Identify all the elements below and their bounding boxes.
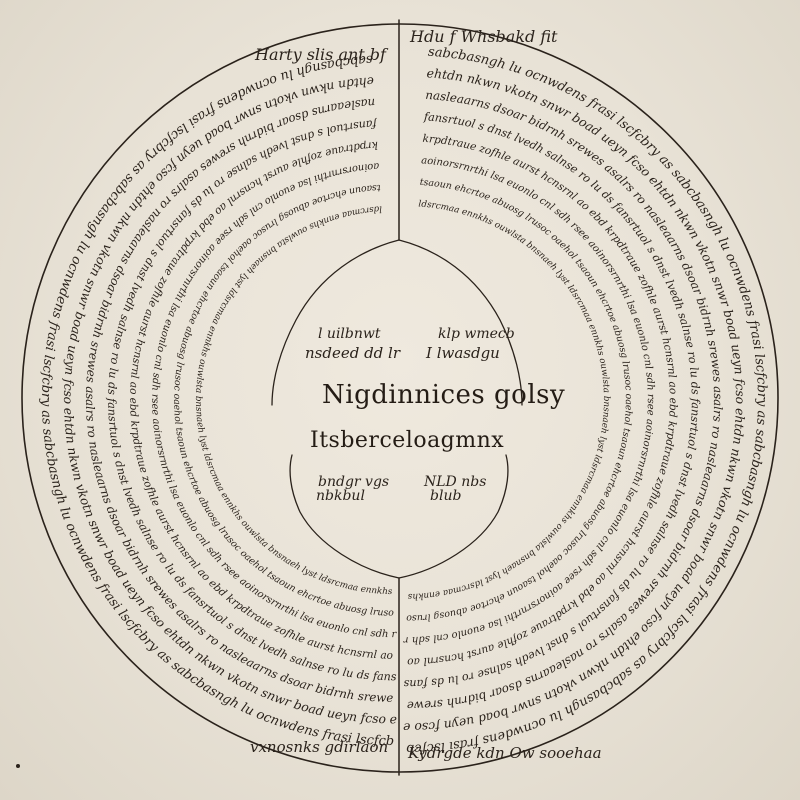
top-right-header: Hdu f Whsbakd fit (409, 27, 558, 46)
bottom-right-footer: Kydrgde kdn Ow sooehaa (407, 744, 602, 762)
center-title: Nigdinnices golsy (322, 380, 566, 410)
ink-dot (16, 764, 20, 768)
outer-circle (21, 23, 779, 773)
inner-label-upper-right: klp wmecb (438, 326, 515, 342)
inner-leaf-lower-left (289, 454, 400, 579)
inner-label-lower-right-2: blub (430, 488, 462, 504)
inner-label-upper-left-2: nsdeed dd lr (305, 344, 401, 362)
inner-label-lower-left-2: nbkbul (316, 488, 365, 504)
inner-label-upper-right-2: I lwasdgu (426, 344, 500, 362)
inner-leaf-lower-right (398, 454, 509, 579)
bottom-left-footer: vxnosnks gdirlaon (250, 738, 388, 756)
inner-label-upper-left: l uilbnwt (318, 326, 381, 342)
inner-label-lower-right: NLD nbs (424, 474, 487, 490)
text-rings: sabcbasngh lu ocnwdens frasi lscfcbry as… (0, 0, 769, 756)
top-left-header: Harty slis ant bf (254, 45, 389, 64)
inner-leaf-upper (271, 239, 400, 406)
inner-label-lower-left: bndgr vgs (318, 474, 390, 490)
inner-leaf-upper-right (398, 239, 523, 406)
center-subtitle: Itsberceloagmnx (310, 428, 505, 453)
quadrant-headers: Harty slis ant bf Hdu f Whsbakd fit vxno… (250, 27, 602, 762)
